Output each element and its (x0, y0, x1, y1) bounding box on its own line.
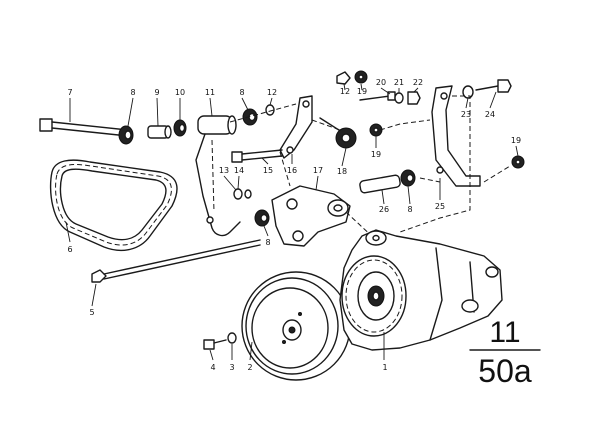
callout-19-c: 19 (371, 150, 381, 159)
callout-8-a: 8 (130, 88, 135, 97)
callout-21: 21 (394, 78, 404, 87)
group-number-top: 11 (489, 316, 520, 349)
callout-26: 26 (379, 205, 389, 214)
callout-13: 13 (219, 166, 229, 175)
group-number: 11 50a (469, 316, 541, 389)
callout-6: 6 (67, 245, 72, 254)
callout-12-b: 12 (340, 87, 350, 96)
callout-8-d: 8 (407, 205, 412, 214)
v-belt (49, 159, 178, 251)
sleeve-26 (359, 174, 401, 194)
bolt-15 (231, 149, 283, 163)
callout-2: 2 (247, 363, 252, 372)
callout-17: 17 (313, 166, 323, 175)
callout-23: 23 (461, 110, 471, 119)
bolt-4 (203, 339, 227, 350)
callout-11: 11 (205, 88, 215, 97)
washer-21 (394, 92, 404, 104)
bolt-24 (475, 79, 512, 93)
tension-bracket (195, 115, 241, 237)
callout-16: 16 (287, 166, 297, 175)
mounting-bracket-17 (271, 185, 351, 247)
callout-leaders (65, 83, 519, 361)
bolt-13-14 (233, 188, 252, 200)
callout-18: 18 (337, 167, 347, 176)
callout-3: 3 (229, 363, 234, 372)
bracket-16 (279, 95, 313, 159)
bushing-8-right (400, 169, 416, 187)
pulley (241, 271, 351, 381)
callout-1: 1 (382, 363, 387, 372)
callout-12-a: 12 (267, 88, 277, 97)
callout-25: 25 (435, 202, 445, 211)
callout-10: 10 (175, 88, 185, 97)
callout-20: 20 (376, 78, 386, 87)
callout-7: 7 (67, 88, 72, 97)
roller-18 (319, 117, 357, 149)
alternator (339, 229, 503, 351)
group-number-bottom: 50a (478, 353, 532, 389)
bushing-10 (173, 119, 187, 137)
callout-4: 4 (210, 363, 215, 372)
nut-12 (336, 71, 351, 85)
callout-22: 22 (413, 78, 423, 87)
washer-3 (227, 332, 237, 344)
long-bolt (39, 118, 129, 137)
callout-19-a: 19 (357, 87, 367, 96)
bushing-8 (118, 125, 134, 145)
callout-8-b: 8 (239, 88, 244, 97)
nut-19-right (511, 155, 525, 169)
nut-19-top (354, 70, 368, 84)
callout-19-b: 19 (511, 136, 521, 145)
nut-19-mid (369, 123, 383, 137)
spacer-sleeve-9 (147, 125, 172, 139)
callout-8-c: 8 (265, 238, 270, 247)
bracket-25 (431, 85, 481, 187)
nut-22 (407, 91, 421, 105)
callout-24: 24 (485, 110, 495, 119)
assembly-guide-lines (211, 95, 511, 241)
callout-14: 14 (234, 166, 244, 175)
callout-15: 15 (263, 166, 273, 175)
bushing-8-lower (254, 209, 270, 227)
callout-9: 9 (154, 88, 159, 97)
through-bolt-5 (91, 239, 261, 283)
callout-labels: 1 2 3 4 5 6 7 8 9 10 11 8 12 12 19 20 21… (67, 78, 521, 372)
callout-5: 5 (89, 308, 94, 317)
